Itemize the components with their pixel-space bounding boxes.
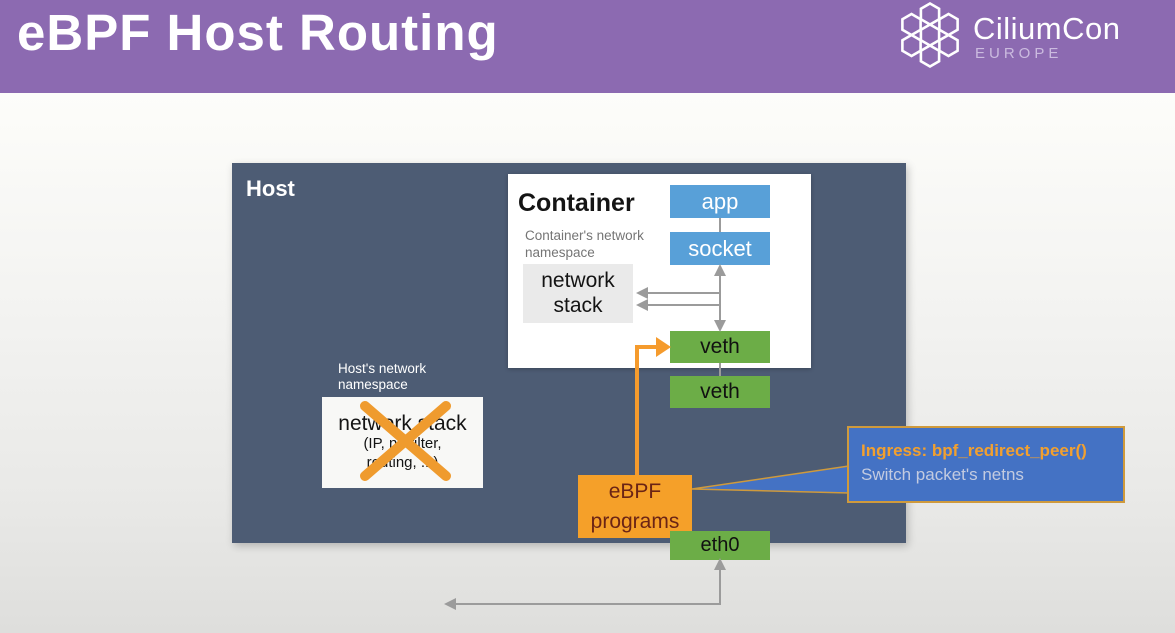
slide-title: eBPF Host Routing (17, 4, 499, 61)
header-bar: eBPF Host Routing CiliumCon EUROPE (0, 0, 1175, 93)
node-eth0: eth0 (670, 531, 770, 560)
ciliumcon-logo: CiliumCon EUROPE (897, 0, 1167, 93)
host-network-stack-box: network stack (IP, netfilter, routing, .… (322, 397, 483, 488)
ingress-callout: Ingress: bpf_redirect_peer() Switch pack… (847, 426, 1125, 503)
callout-title: Ingress: bpf_redirect_peer() (861, 441, 1087, 460)
honeycomb-logo-icon (897, 1, 963, 73)
host-network-stack-title: network stack (338, 412, 467, 436)
container-namespace-label: Container's network namespace (525, 228, 644, 260)
node-veth-container: veth (670, 331, 770, 363)
host-title: Host (246, 176, 295, 201)
callout-subtitle: Switch packet's netns (861, 464, 1024, 484)
host-network-stack-detail: (IP, netfilter, routing, ...) (363, 435, 442, 472)
node-app: app (670, 185, 770, 218)
container-network-stack-box: network stack (523, 264, 633, 323)
logo-brand-text: CiliumCon (973, 11, 1121, 46)
node-ebpf-programs: eBPF programs (578, 475, 692, 538)
logo-region-text: EUROPE (975, 45, 1063, 62)
container-title: Container (518, 189, 635, 217)
node-socket: socket (670, 232, 770, 265)
host-namespace-label: Host's network namespace (338, 361, 427, 393)
node-veth-host: veth (670, 376, 770, 408)
